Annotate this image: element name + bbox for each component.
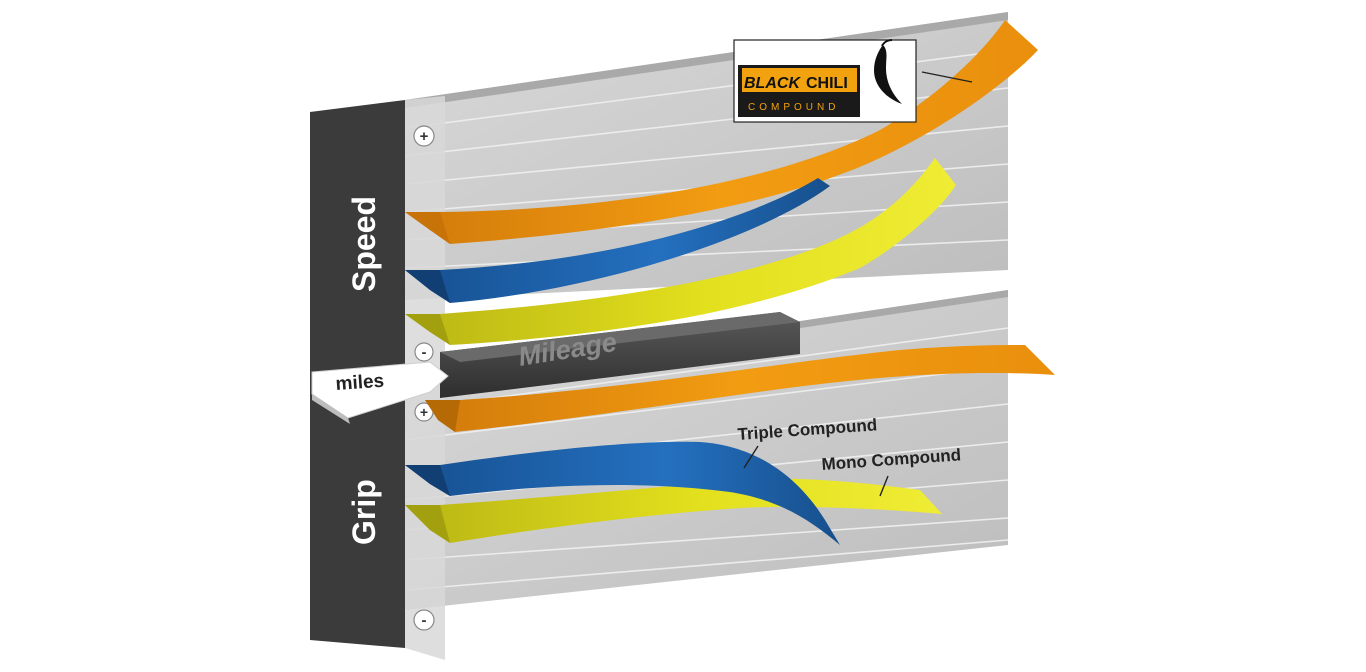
grip-mono-compound-ribbon (405, 478, 942, 543)
grip-axis-label: Grip (346, 479, 382, 545)
grip-black-chili-ribbon (425, 345, 1055, 432)
svg-text:COMPOUND: COMPOUND (748, 102, 839, 113)
speed-panel (404, 12, 1009, 300)
speed-mono-compound-ribbon (405, 158, 956, 345)
svg-text:-: - (422, 612, 427, 629)
plus-circle-icon: + (413, 125, 435, 147)
plus-circle-icon: + (414, 402, 434, 422)
svg-text:+: + (420, 404, 428, 420)
grip-triple-compound-ribbon (405, 441, 840, 545)
minus-circle-icon: - (414, 342, 434, 362)
black-chili-logo: BLACK CHILI COMPOUND (733, 39, 973, 123)
minus-circle-icon: - (413, 609, 435, 631)
chili-pepper-icon (874, 39, 902, 104)
miles-label: miles (335, 371, 385, 395)
miles-arrow: miles (311, 361, 449, 424)
svg-text:CHILI: CHILI (806, 75, 848, 92)
speed-triple-compound-ribbon (405, 178, 830, 303)
svg-text:-: - (422, 344, 427, 361)
speed-black-chili-ribbon (405, 20, 1038, 244)
svg-text:BLACK: BLACK (744, 75, 801, 92)
svg-text:+: + (420, 128, 429, 145)
speed-axis-label: Speed (346, 196, 382, 292)
